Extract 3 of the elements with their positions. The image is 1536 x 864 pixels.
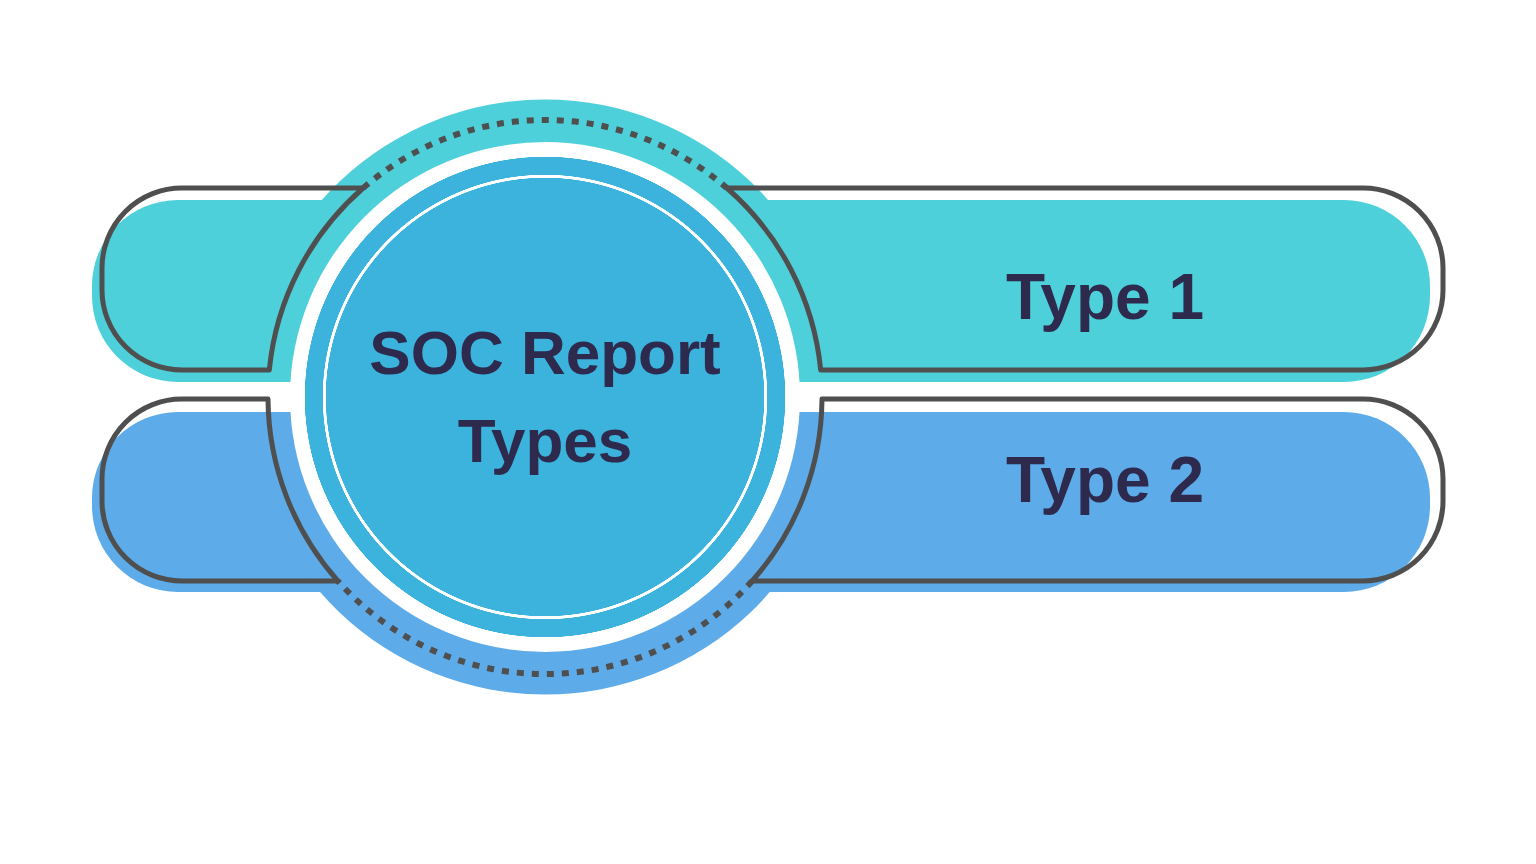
bar-label: Type 1 <box>1005 260 1205 335</box>
bar-label: Type 2 <box>1005 443 1205 518</box>
circle-title: SOC Report Types <box>368 317 722 477</box>
